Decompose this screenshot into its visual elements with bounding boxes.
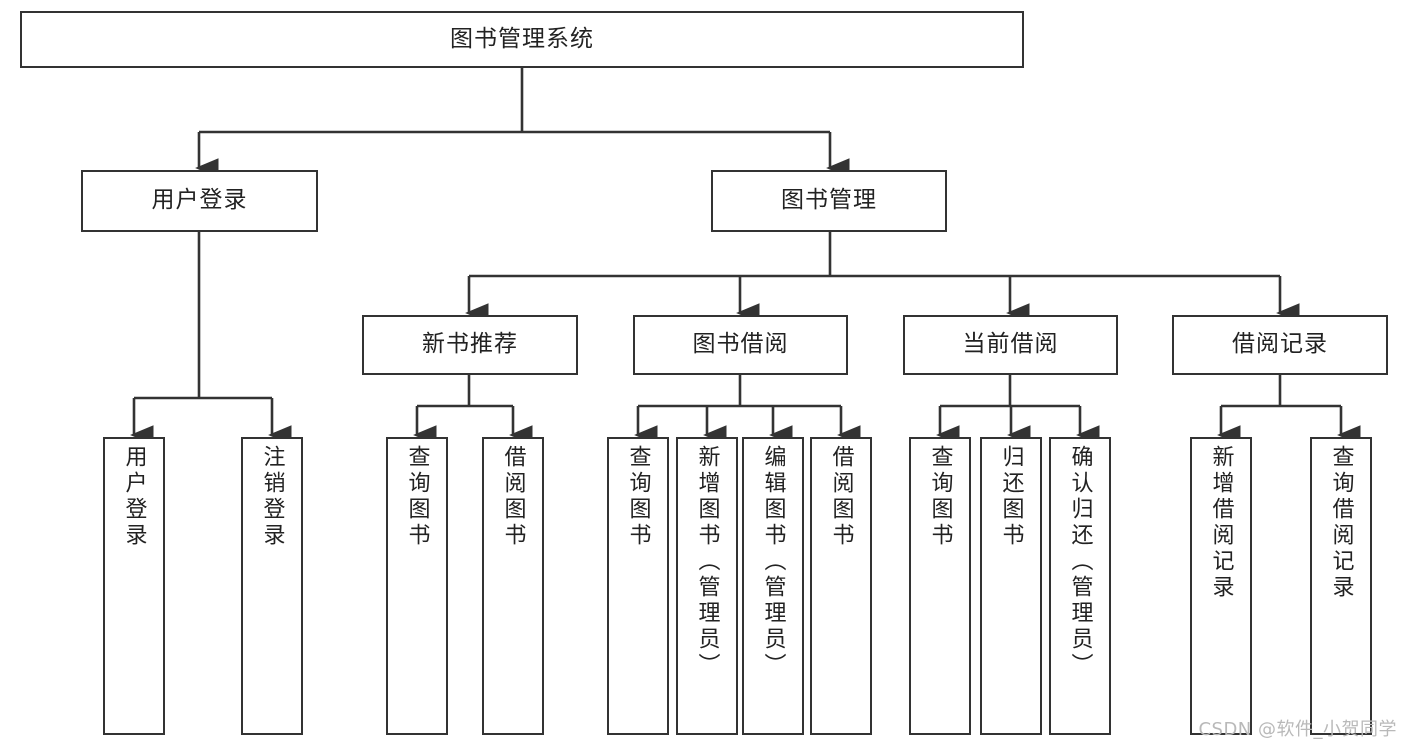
leaf-newbook-borrow-book-label: 借阅图书 bbox=[500, 445, 526, 549]
node-book-management[interactable]: 图书管理 bbox=[711, 170, 947, 232]
leaf-record-add-borrow-record-label: 新增借阅记录 bbox=[1208, 445, 1234, 601]
node-book-borrow-label: 图书借阅 bbox=[692, 331, 789, 358]
leaf-logout[interactable]: 注销登录 bbox=[241, 437, 303, 735]
leaf-newbook-borrow-book[interactable]: 借阅图书 bbox=[482, 437, 544, 735]
leaf-record-query-borrow-record[interactable]: 查询借阅记录 bbox=[1310, 437, 1372, 735]
leaf-borrow-borrow-book-label: 借阅图书 bbox=[828, 445, 854, 549]
node-user-login-label: 用户登录 bbox=[151, 187, 248, 214]
leaf-current-return-book[interactable]: 归还图书 bbox=[980, 437, 1042, 735]
leaf-borrow-edit-book-admin-label: 编辑图书（管理员） bbox=[760, 445, 786, 679]
node-user-login[interactable]: 用户登录 bbox=[81, 170, 318, 232]
node-new-book-recommend[interactable]: 新书推荐 bbox=[362, 315, 578, 375]
leaf-user-login-label: 用户登录 bbox=[121, 445, 147, 549]
leaf-current-query-book-label: 查询图书 bbox=[927, 445, 953, 549]
leaf-logout-label: 注销登录 bbox=[259, 445, 285, 549]
leaf-borrow-query-book[interactable]: 查询图书 bbox=[607, 437, 669, 735]
leaf-current-confirm-return-admin-label: 确认归还（管理员） bbox=[1067, 445, 1093, 679]
leaf-record-add-borrow-record[interactable]: 新增借阅记录 bbox=[1190, 437, 1252, 735]
node-new-book-recommend-label: 新书推荐 bbox=[422, 331, 518, 358]
leaf-borrow-borrow-book[interactable]: 借阅图书 bbox=[810, 437, 872, 735]
leaf-borrow-query-book-label: 查询图书 bbox=[625, 445, 651, 549]
leaf-user-login[interactable]: 用户登录 bbox=[103, 437, 165, 735]
watermark-text: CSDN @软件_小贺同学 bbox=[1198, 719, 1397, 740]
node-root-label: 图书管理系统 bbox=[450, 25, 594, 52]
node-current-borrow-label: 当前借阅 bbox=[962, 331, 1059, 358]
leaf-borrow-edit-book-admin[interactable]: 编辑图书（管理员） bbox=[742, 437, 804, 735]
leaf-borrow-add-book-admin[interactable]: 新增图书（管理员） bbox=[676, 437, 738, 735]
leaf-current-confirm-return-admin[interactable]: 确认归还（管理员） bbox=[1049, 437, 1111, 735]
leaf-newbook-query-book-label: 查询图书 bbox=[404, 445, 430, 549]
node-current-borrow[interactable]: 当前借阅 bbox=[903, 315, 1118, 375]
leaf-current-return-book-label: 归还图书 bbox=[998, 445, 1024, 549]
node-borrow-record[interactable]: 借阅记录 bbox=[1172, 315, 1388, 375]
node-root[interactable]: 图书管理系统 bbox=[20, 11, 1024, 68]
leaf-current-query-book[interactable]: 查询图书 bbox=[909, 437, 971, 735]
leaf-record-query-borrow-record-label: 查询借阅记录 bbox=[1328, 445, 1354, 601]
node-borrow-record-label: 借阅记录 bbox=[1232, 331, 1328, 358]
node-book-management-label: 图书管理 bbox=[781, 187, 877, 214]
leaf-newbook-query-book[interactable]: 查询图书 bbox=[386, 437, 448, 735]
leaf-borrow-add-book-admin-label: 新增图书（管理员） bbox=[694, 445, 720, 679]
node-book-borrow[interactable]: 图书借阅 bbox=[633, 315, 848, 375]
